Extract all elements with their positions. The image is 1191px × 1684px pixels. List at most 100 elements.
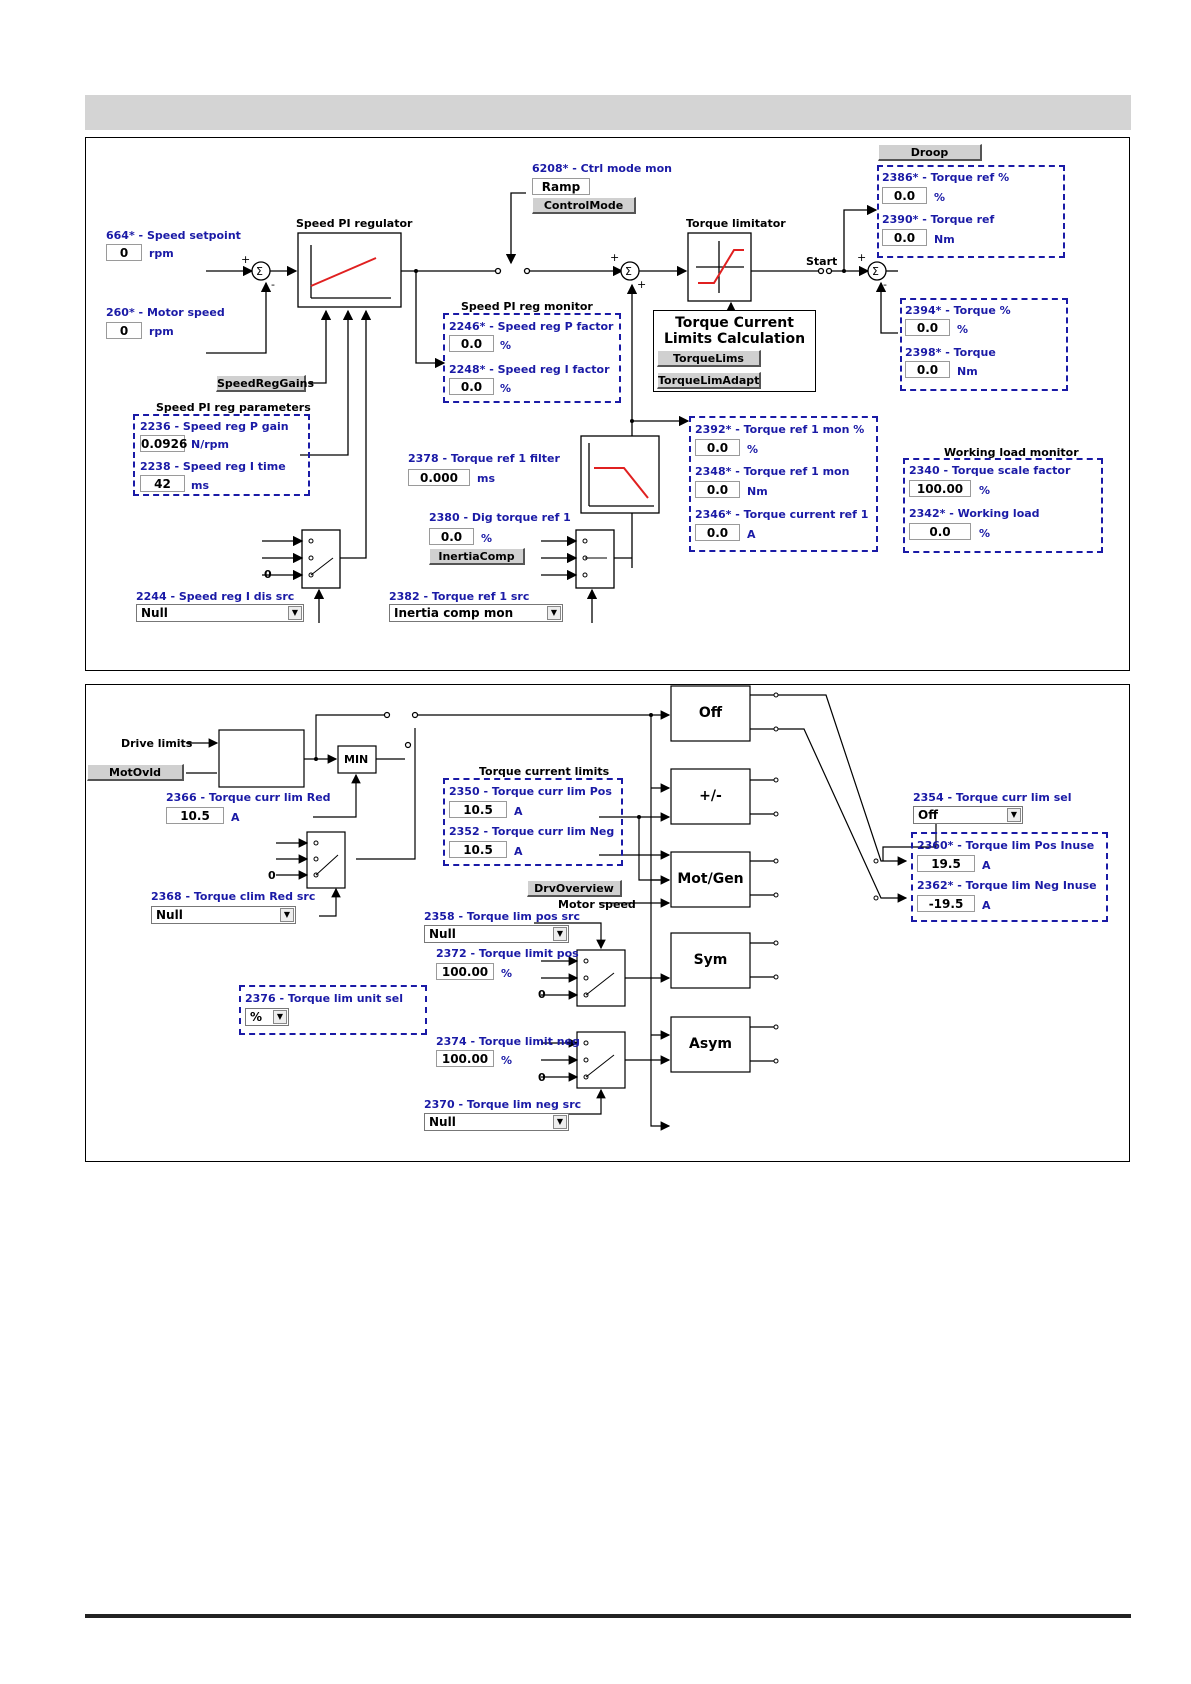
- p-gain-label: 2236 - Speed reg P gain: [140, 420, 289, 433]
- i-time-unit: ms: [191, 479, 210, 492]
- torque-lim-adapt-button[interactable]: TorqueLimAdapt: [657, 372, 761, 389]
- ref1-src-value: Inertia comp mon: [394, 606, 514, 620]
- p-factor-value[interactable]: 0.0: [449, 335, 494, 352]
- torque-lims-button[interactable]: TorqueLims: [657, 350, 761, 367]
- i-dis-src-select[interactable]: Null▼: [136, 604, 304, 622]
- clim-red-src-select[interactable]: Null▼: [151, 906, 296, 924]
- speed-pi-params-box: [133, 414, 310, 496]
- svg-text:+: +: [241, 253, 250, 266]
- ref1-mon-label: 2348* - Torque ref 1 mon: [695, 465, 850, 478]
- ref1-mon-value[interactable]: 0.0: [695, 481, 740, 498]
- mode-plus-minus: +/-: [699, 788, 722, 804]
- ref1-mon-pct-unit: %: [747, 443, 759, 456]
- motor-speed-label: Motor speed: [558, 898, 636, 911]
- motor-speed-label: 260* - Motor speed: [106, 306, 225, 319]
- ctrl-mode-mon-value[interactable]: Ramp: [532, 178, 590, 195]
- i-factor-unit: %: [500, 382, 512, 395]
- speed-setpoint-value[interactable]: 0: [106, 244, 142, 261]
- working-load-value[interactable]: 0.0: [909, 523, 971, 540]
- droop-button[interactable]: Droop: [878, 144, 982, 161]
- curr-lim-red-value[interactable]: 10.5: [166, 807, 224, 824]
- unit-sel-select[interactable]: %▼: [245, 1008, 289, 1026]
- chevron-down-icon: ▼: [1007, 808, 1021, 822]
- current-ref1-value[interactable]: 0.0: [695, 524, 740, 541]
- ctrl-mode-mon-label: 6208* - Ctrl mode mon: [532, 162, 672, 175]
- lim-pos-inuse-value[interactable]: 19.5: [917, 855, 975, 872]
- control-mode-button[interactable]: ControlMode: [532, 197, 636, 214]
- curr-lim-pos-value[interactable]: 10.5: [449, 801, 507, 818]
- lim-neg-src-select[interactable]: Null▼: [424, 1113, 569, 1131]
- curr-limits-box: [443, 778, 623, 866]
- lim-neg-inuse-value[interactable]: -19.5: [917, 895, 975, 912]
- speed-reg-gains-button[interactable]: SpeedRegGains: [216, 375, 314, 392]
- ref1-src-select[interactable]: Inertia comp mon ▼: [389, 604, 563, 622]
- mode-mot-gen: Mot/Gen: [677, 871, 744, 887]
- torque-ref-box: [877, 165, 1065, 258]
- unit-sel-box: [239, 985, 427, 1035]
- p-gain-unit: N/rpm: [191, 438, 229, 451]
- curr-lim-sel-select[interactable]: Off ▼: [913, 806, 1023, 824]
- curr-lim-neg-value[interactable]: 10.5: [449, 841, 507, 858]
- torque-value[interactable]: 0.0: [905, 361, 950, 378]
- tcl-title: Torque Current Limits Calculation: [663, 315, 806, 347]
- working-load-box: [903, 458, 1103, 553]
- torque-ref-label: 2390* - Torque ref: [882, 213, 995, 226]
- svg-text:Σ: Σ: [872, 265, 879, 278]
- p-factor-unit: %: [500, 339, 512, 352]
- lim-pos-src-select[interactable]: Null▼: [424, 925, 569, 943]
- mode-asym: Asym: [689, 1036, 732, 1052]
- lim-pos-src-label: 2358 - Torque lim pos src: [424, 910, 580, 923]
- limit-neg-label: 2374 - Torque limit neg: [436, 1035, 580, 1048]
- switch1-zero: 0: [264, 568, 272, 581]
- min-block-label: MIN: [344, 753, 369, 766]
- torque-ref1-mon-box: [689, 416, 878, 552]
- motor-speed-value[interactable]: 0: [106, 322, 142, 339]
- torque-ref-unit: Nm: [934, 233, 955, 246]
- chevron-down-icon: ▼: [547, 606, 561, 620]
- speed-pi-regulator-title: Speed PI regulator: [296, 217, 413, 230]
- curr-lim-sel-value: Off: [918, 808, 938, 822]
- torque-pct-label: 2394* - Torque %: [905, 304, 1011, 317]
- svg-text:Σ: Σ: [256, 265, 263, 278]
- unit-sel-label: 2376 - Torque lim unit sel: [245, 992, 403, 1005]
- lim-inuse-box: [911, 832, 1108, 922]
- dig-torque-ref-label: 2380 - Dig torque ref 1: [429, 511, 571, 524]
- ref1-mon-pct-value[interactable]: 0.0: [695, 439, 740, 456]
- torque-label: 2398* - Torque: [905, 346, 996, 359]
- i-time-value[interactable]: 42: [140, 475, 185, 492]
- speed-setpoint-label: 664* - Speed setpoint: [106, 229, 241, 242]
- ref1-mon-pct-label: 2392* - Torque ref 1 mon %: [695, 423, 865, 436]
- drv-overview-button[interactable]: DrvOverview: [527, 880, 622, 897]
- ref1-filter-unit: ms: [477, 472, 496, 485]
- curr-lim-red-label: 2366 - Torque curr lim Red: [166, 791, 331, 804]
- mode-sym: Sym: [693, 952, 728, 968]
- torque-pct-value[interactable]: 0.0: [905, 319, 950, 336]
- torque-ref-pct-value[interactable]: 0.0: [882, 187, 927, 204]
- svg-text:Σ: Σ: [625, 265, 632, 278]
- torque-limits-diagram-panel: Drive limits MotOvld MIN 2366 - Torque c…: [85, 684, 1130, 1162]
- mot-ovld-button[interactable]: MotOvld: [87, 764, 184, 781]
- limit-neg-value[interactable]: 100.00: [436, 1050, 494, 1067]
- i-time-label: 2238 - Speed reg I time: [140, 460, 286, 473]
- lim-pos-inuse-label: 2360* - Torque lim Pos Inuse: [917, 839, 1095, 852]
- current-ref1-label: 2346* - Torque current ref 1: [695, 508, 869, 521]
- lim-neg-inuse-label: 2362* - Torque lim Neg Inuse: [917, 879, 1097, 892]
- torque-unit: Nm: [957, 365, 978, 378]
- dig-torque-ref-value[interactable]: 0.0: [429, 528, 474, 545]
- switch-c-zero: 0: [538, 1071, 546, 1084]
- ref1-filter-value[interactable]: 0.000: [408, 469, 470, 486]
- curr-lim-neg-label: 2352 - Torque curr lim Neg: [449, 825, 615, 838]
- torque-ref-pct-label: 2386* - Torque ref %: [882, 171, 1010, 184]
- torque-box: [900, 298, 1068, 391]
- curr-lim-neg-unit: A: [514, 845, 523, 858]
- i-factor-value[interactable]: 0.0: [449, 378, 494, 395]
- limit-pos-value[interactable]: 100.00: [436, 963, 494, 980]
- torque-limitator-title: Torque limitator: [686, 217, 786, 230]
- curr-lim-pos-unit: A: [514, 805, 523, 818]
- lim-neg-src-label: 2370 - Torque lim neg src: [424, 1098, 582, 1111]
- p-gain-value[interactable]: 0.0926: [140, 435, 188, 452]
- curr-limits-title: Torque current limits: [479, 765, 610, 778]
- scale-factor-value[interactable]: 100.00: [909, 480, 971, 497]
- torque-ref-value[interactable]: 0.0: [882, 229, 927, 246]
- inertia-comp-button[interactable]: InertiaComp: [429, 548, 525, 565]
